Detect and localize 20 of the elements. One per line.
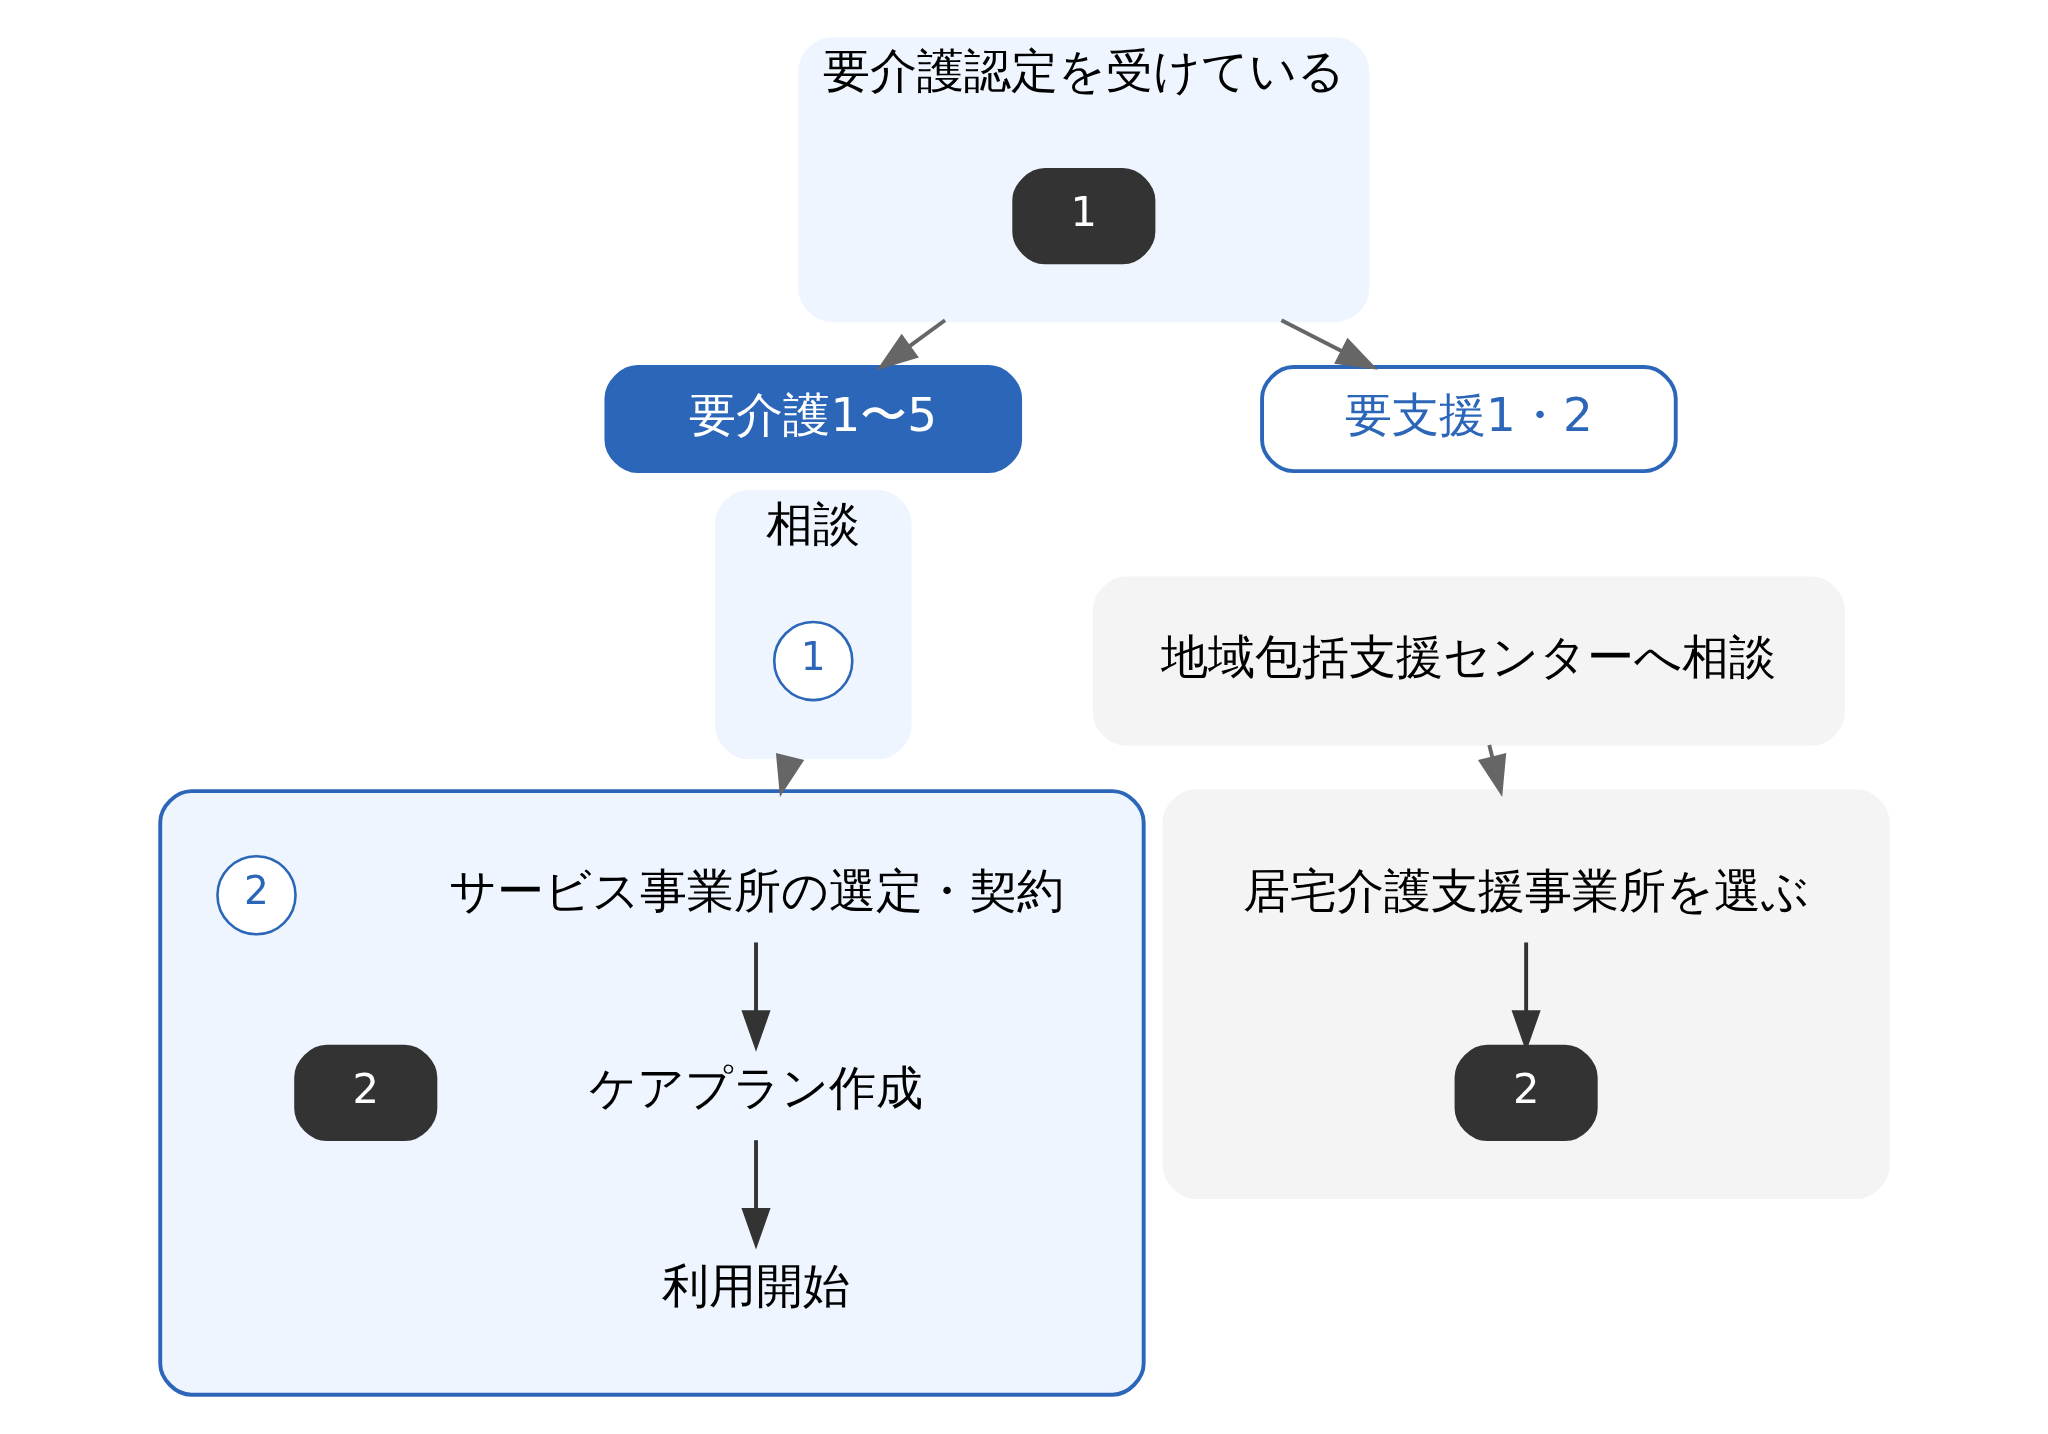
node-box: 2 xyxy=(294,1044,438,1142)
node-circle: 1 xyxy=(772,620,854,702)
arrow xyxy=(876,318,947,371)
node-box: 2 xyxy=(1454,1044,1598,1142)
arrow xyxy=(1280,318,1378,370)
arrow xyxy=(1477,744,1507,797)
arrow xyxy=(741,942,771,1052)
node-text: サービス事業所の選定・契約 xyxy=(448,863,1064,918)
cluster xyxy=(1162,789,1890,1199)
node-box: 1 xyxy=(1012,168,1156,265)
node-text: 利用開始 xyxy=(662,1259,851,1314)
arrow xyxy=(741,1140,771,1250)
node-box: 地域包括支援センターへ相談 xyxy=(1092,576,1845,746)
cluster xyxy=(158,789,1146,1397)
node-text: ケアプラン作成 xyxy=(589,1061,924,1116)
node-box: 要介護1〜5 xyxy=(604,365,1023,474)
node-circle: 2 xyxy=(216,854,297,936)
arrow xyxy=(775,752,805,797)
node-box: 要支援1・2 xyxy=(1260,365,1678,474)
node-text: 居宅介護支援事業所を選ぶ xyxy=(1243,863,1810,918)
